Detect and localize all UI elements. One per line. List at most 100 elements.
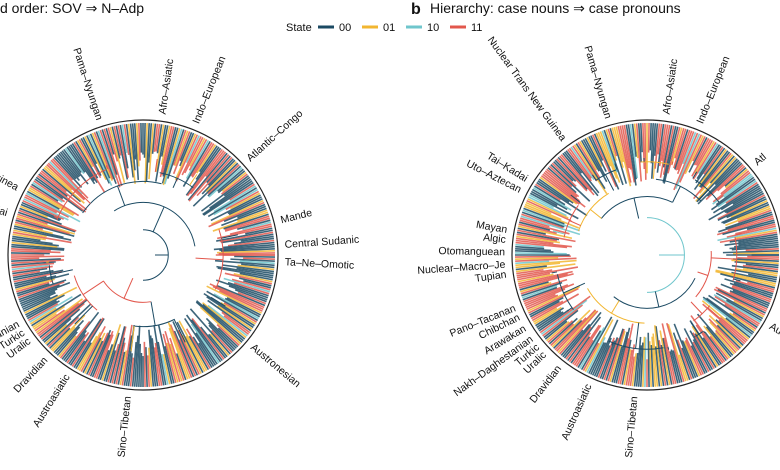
panel-a-tip — [11, 259, 64, 265]
panel-b-tip — [565, 150, 600, 194]
panel-a-tip — [189, 137, 206, 167]
panel-a-tip — [52, 326, 76, 352]
panel-a-tip — [205, 317, 237, 349]
legend-title: State — [286, 22, 312, 34]
panel-a-tip — [206, 155, 231, 184]
panel-b-tip — [515, 243, 544, 248]
panel-a-tip — [198, 342, 215, 367]
panel-a-tip — [157, 325, 173, 384]
panel-b-tip — [695, 156, 737, 202]
panel-a-tip — [207, 187, 258, 218]
panel-b-tip — [518, 273, 568, 287]
panel-a-tip — [14, 221, 43, 231]
panel-a-branch — [173, 319, 186, 343]
panel-b-tip — [593, 133, 620, 190]
panel-a-tip — [185, 135, 200, 163]
panel-b-tip — [580, 316, 613, 371]
panel-a-tip — [154, 342, 163, 386]
panel-a-tip — [25, 294, 65, 316]
panel-a-tip — [151, 338, 159, 387]
panel-b-tip — [518, 273, 574, 289]
panel-a-tip — [223, 241, 275, 249]
panel-b-tip — [676, 339, 693, 380]
panel-a-tip — [224, 215, 270, 231]
panel-a-tip — [196, 156, 233, 197]
panel-a-tip — [208, 324, 234, 352]
legend-label-00: 00 — [339, 22, 351, 34]
panel-b-tip — [727, 215, 774, 231]
panel-b-tip — [547, 320, 574, 343]
panel-a-tip — [207, 165, 242, 197]
panel-a-tip — [42, 308, 81, 342]
panel-a-tip — [82, 137, 98, 165]
panel-a-tip — [172, 321, 199, 376]
panel-a-tip — [189, 150, 225, 195]
panel-a-tip — [43, 317, 72, 343]
panel-b-tip — [551, 309, 591, 348]
panel-b-tip — [688, 137, 708, 173]
panel-b-family-label: Indo–European — [694, 54, 732, 125]
panel-b-tip — [681, 340, 699, 378]
panel-b-tip — [684, 135, 704, 175]
panel-a-tip — [11, 250, 61, 254]
panel-a-branch — [130, 326, 135, 352]
panel-b-tip — [737, 257, 779, 260]
panel-b-tip — [525, 201, 552, 215]
panel-a-tip — [173, 330, 195, 378]
panel-a-tip — [11, 264, 49, 271]
panel-a-tip — [213, 188, 259, 216]
panel-b-arc — [587, 288, 645, 324]
panel-b-tip — [515, 256, 559, 260]
panel-a-tip — [44, 323, 68, 345]
panel-b-tip — [570, 336, 591, 364]
panel-a-tip — [24, 286, 78, 314]
panel-b-tip — [694, 140, 715, 175]
panel-a-tip — [16, 217, 70, 235]
panel-b-tip — [542, 173, 586, 208]
panel-a-tip — [168, 327, 189, 380]
panel-b-tip — [662, 126, 677, 183]
panel-a-tip — [179, 132, 195, 167]
panel-a-tip — [28, 187, 75, 216]
panel-a-tip — [218, 252, 275, 255]
panel-a-tip — [189, 308, 231, 355]
panel-b-tip — [531, 293, 580, 322]
panel-a-tip — [227, 281, 269, 297]
panel-a-tip — [202, 302, 247, 339]
panel-a-tip — [243, 279, 272, 289]
panel-a-tip — [161, 353, 169, 385]
panel-a-tip — [223, 176, 251, 197]
panel-b-tip — [577, 330, 602, 368]
panel-a-tip — [166, 342, 179, 383]
panel-b-tip — [551, 162, 577, 187]
panel-a-tip — [224, 272, 272, 285]
panel-a-branch — [195, 257, 224, 261]
panel-a-tip — [208, 167, 243, 198]
panel-b-tip — [515, 250, 554, 253]
panel-b-tip — [548, 165, 573, 188]
panel-a-tip — [14, 223, 53, 235]
panel-a-tip — [191, 317, 225, 360]
panel-b-tip — [722, 219, 775, 236]
panel-b-arc — [694, 331, 704, 338]
panel-b-tip — [627, 124, 638, 180]
panel-a-arc — [142, 229, 169, 281]
panel-b-tip — [670, 127, 683, 165]
panel-b-tip — [531, 188, 568, 211]
panel-a-tip — [103, 128, 123, 187]
panel-a-tip — [13, 229, 47, 238]
panel-b-tip — [649, 123, 652, 151]
panel-b-family-label: Algic — [483, 232, 507, 246]
panel-b-tip — [521, 213, 564, 229]
panel-a-tip — [185, 314, 222, 363]
panel-a-tip — [127, 353, 133, 387]
panel-a-tip — [202, 180, 253, 216]
panel-b-tip — [674, 128, 685, 159]
panel-b-tip — [724, 237, 779, 246]
panel-b-tip — [601, 130, 618, 173]
panel-a-tip — [52, 158, 74, 181]
panel-a-tip — [43, 167, 85, 204]
panel-b-tip — [516, 266, 579, 279]
panel-a-tip — [221, 264, 275, 273]
panel-b-tip — [523, 207, 565, 225]
